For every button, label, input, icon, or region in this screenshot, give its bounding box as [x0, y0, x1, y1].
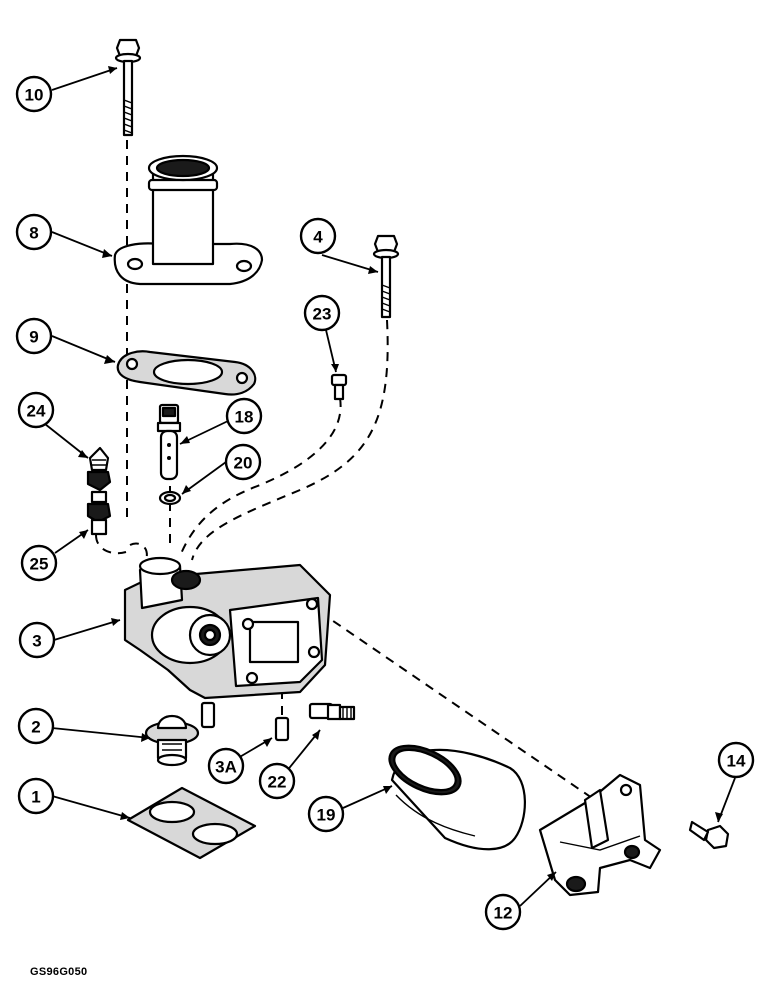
callout-25: 25 [20, 544, 58, 582]
part-bolt-top [114, 38, 142, 137]
callout-8: 8 [15, 213, 53, 251]
callout-10-label: 10 [25, 86, 44, 105]
part-bracket [538, 773, 662, 897]
callout-22-label: 22 [268, 773, 287, 792]
callout-22: 22 [258, 762, 296, 800]
callout-14-label: 14 [727, 752, 746, 771]
callout-18: 18 [225, 397, 263, 435]
callout-3-label: 3 [32, 632, 41, 651]
callout-2: 2 [17, 707, 55, 745]
callout-1-label: 1 [31, 788, 40, 807]
part-plug [308, 702, 356, 721]
part-small-bolt [330, 373, 348, 401]
callout-10: 10 [15, 75, 53, 113]
callout-19-label: 19 [317, 806, 336, 825]
callout-23-label: 23 [313, 305, 332, 324]
callout-9: 9 [15, 317, 53, 355]
part-o-ring [158, 490, 182, 506]
callout-19: 19 [307, 795, 345, 833]
callout-20-label: 20 [234, 454, 253, 473]
callout-3A-label: 3A [215, 758, 237, 777]
callout-20: 20 [224, 443, 262, 481]
part-housing [123, 556, 332, 700]
callout-12: 12 [484, 893, 522, 931]
callout-3: 3 [18, 621, 56, 659]
part-dowel-pins [200, 701, 290, 742]
part-outlet-elbow [113, 154, 264, 286]
callout-4-label: 4 [313, 228, 323, 247]
callout-9-label: 9 [29, 328, 38, 347]
leader-lines [44, 66, 736, 907]
part-bracket-bolt [688, 820, 730, 850]
callout-24: 24 [17, 391, 55, 429]
callout-8-label: 8 [29, 224, 38, 243]
part-filter [388, 744, 526, 851]
figure-code: GS96G050 [30, 966, 88, 978]
callout-25-label: 25 [30, 555, 49, 574]
part-bolt-long [372, 234, 400, 319]
part-outlet-gasket [116, 350, 257, 396]
part-sender [156, 403, 182, 481]
part-thermostat [144, 714, 200, 767]
part-housing-gasket [126, 786, 257, 860]
callout-3A: 3A [207, 747, 245, 785]
callout-12-label: 12 [494, 904, 513, 923]
callout-23: 23 [303, 294, 341, 332]
callout-24-label: 24 [27, 402, 46, 421]
callout-2-label: 2 [31, 718, 40, 737]
callout-14: 14 [717, 741, 755, 779]
part-fitting-lower [86, 490, 112, 536]
callout-18-label: 18 [235, 408, 254, 427]
part-hose-fitting [86, 446, 112, 492]
callout-4: 4 [299, 217, 337, 255]
callout-1: 1 [17, 777, 55, 815]
assembly-lines [95, 140, 596, 801]
